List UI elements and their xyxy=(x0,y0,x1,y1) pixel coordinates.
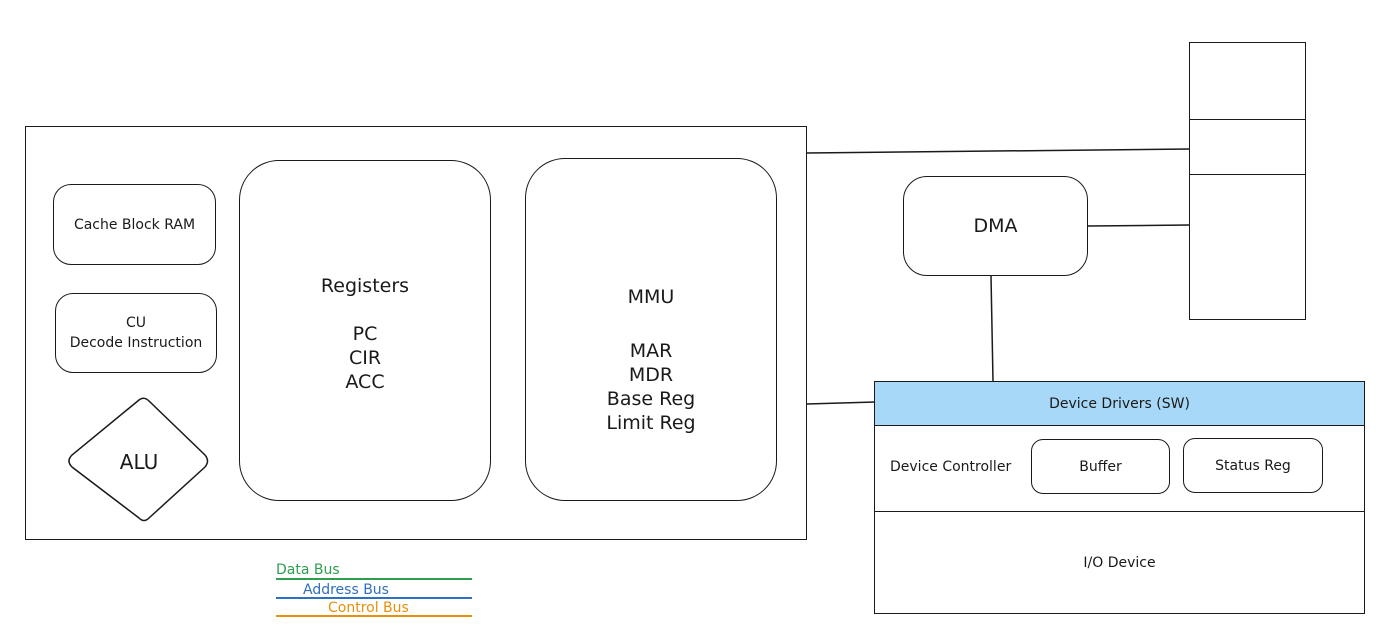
legend-control-bus: Control Bus xyxy=(328,600,409,616)
buffer-block: Buffer xyxy=(1031,439,1170,494)
register-cir: CIR xyxy=(348,347,382,369)
device-drivers-label: Device Drivers (SW) xyxy=(1049,395,1190,412)
legend-data-bus: Data Bus xyxy=(276,562,340,578)
memory-cell-bottom xyxy=(1189,174,1306,320)
buffer-label: Buffer xyxy=(1079,458,1122,475)
mmu-title: MMU xyxy=(627,286,675,308)
alu-label: ALU xyxy=(119,449,159,474)
mmu-block: MMU MAR MDR Base Reg Limit Reg xyxy=(525,158,777,501)
cpu-drivers-link xyxy=(806,401,876,405)
device-controller-label: Device Controller xyxy=(890,459,1012,475)
mmu-mar: MAR xyxy=(629,340,673,362)
status-reg-label: Status Reg xyxy=(1215,457,1291,474)
cu-sublabel: Decode Instruction xyxy=(69,335,203,351)
cu-label: CU xyxy=(125,315,147,331)
mmu-mdr: MDR xyxy=(628,364,674,386)
io-device-block: I/O Device xyxy=(874,511,1365,614)
cu-block: CU Decode Instruction xyxy=(55,293,217,373)
registers-title: Registers xyxy=(320,275,410,297)
register-pc: PC xyxy=(352,323,378,345)
registers-block: Registers PC CIR ACC xyxy=(239,160,491,501)
io-device-label: I/O Device xyxy=(1083,554,1156,571)
memory-cell-top xyxy=(1189,42,1306,120)
cpu-memory-link xyxy=(806,148,1191,154)
register-acc: ACC xyxy=(345,371,385,393)
device-drivers-bar: Device Drivers (SW) xyxy=(874,381,1365,426)
mmu-base-reg: Base Reg xyxy=(606,388,696,410)
status-reg-block: Status Reg xyxy=(1183,438,1323,493)
mmu-limit-reg: Limit Reg xyxy=(606,412,696,434)
dma-block: DMA xyxy=(903,176,1088,276)
cache-label: Cache Block RAM xyxy=(73,216,196,233)
memory-cell-middle xyxy=(1189,119,1306,175)
legend-address-bus: Address Bus xyxy=(303,582,389,598)
dma-label: DMA xyxy=(973,215,1018,237)
dma-drivers-link xyxy=(990,275,994,382)
cache-block: Cache Block RAM xyxy=(53,184,216,265)
dma-memory-link xyxy=(1087,224,1191,227)
